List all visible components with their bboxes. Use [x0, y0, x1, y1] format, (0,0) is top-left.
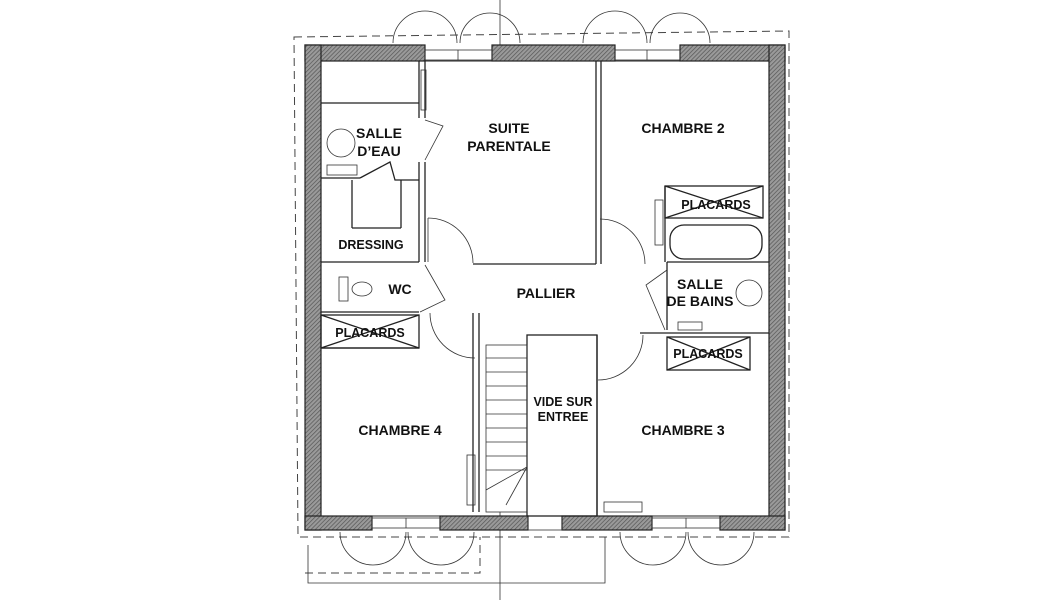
shower-icon — [326, 128, 356, 158]
label-salle-bains-2: DE BAINS — [667, 293, 734, 309]
label-vide-2: ENTREE — [538, 410, 589, 424]
label-dressing: DRESSING — [338, 238, 403, 252]
label-chambre-4: CHAMBRE 4 — [358, 422, 441, 438]
toilet-icon — [351, 281, 373, 297]
shutters — [339, 10, 755, 566]
label-placards-ch2: PLACARDS — [681, 198, 750, 212]
property-boundary — [293, 30, 790, 538]
label-placards-ch3: PLACARDS — [673, 347, 742, 361]
label-wc: WC — [388, 281, 411, 297]
fixtures — [326, 69, 763, 513]
label-salle-eau-1: SALLE — [356, 125, 402, 141]
label-vide-1: VIDE SUR — [533, 395, 592, 409]
staircase — [485, 344, 528, 513]
label-pallier: PALLIER — [517, 285, 576, 301]
interior-walls — [320, 60, 770, 517]
windows — [371, 49, 721, 531]
label-chambre-2: CHAMBRE 2 — [641, 120, 724, 136]
label-placards-ch4: PLACARDS — [335, 326, 404, 340]
doors — [419, 119, 668, 381]
label-salle-eau-2: D’EAU — [357, 143, 401, 159]
label-suite-2: PARENTALE — [467, 138, 550, 154]
room-labels: SALLE D’EAU SUITE PARENTALE CHAMBRE 2 PL… — [335, 120, 750, 438]
washbasin-icon — [735, 279, 763, 307]
label-suite-1: SUITE — [488, 120, 529, 136]
label-salle-bains-1: SALLE — [677, 276, 723, 292]
label-chambre-3: CHAMBRE 3 — [641, 422, 724, 438]
